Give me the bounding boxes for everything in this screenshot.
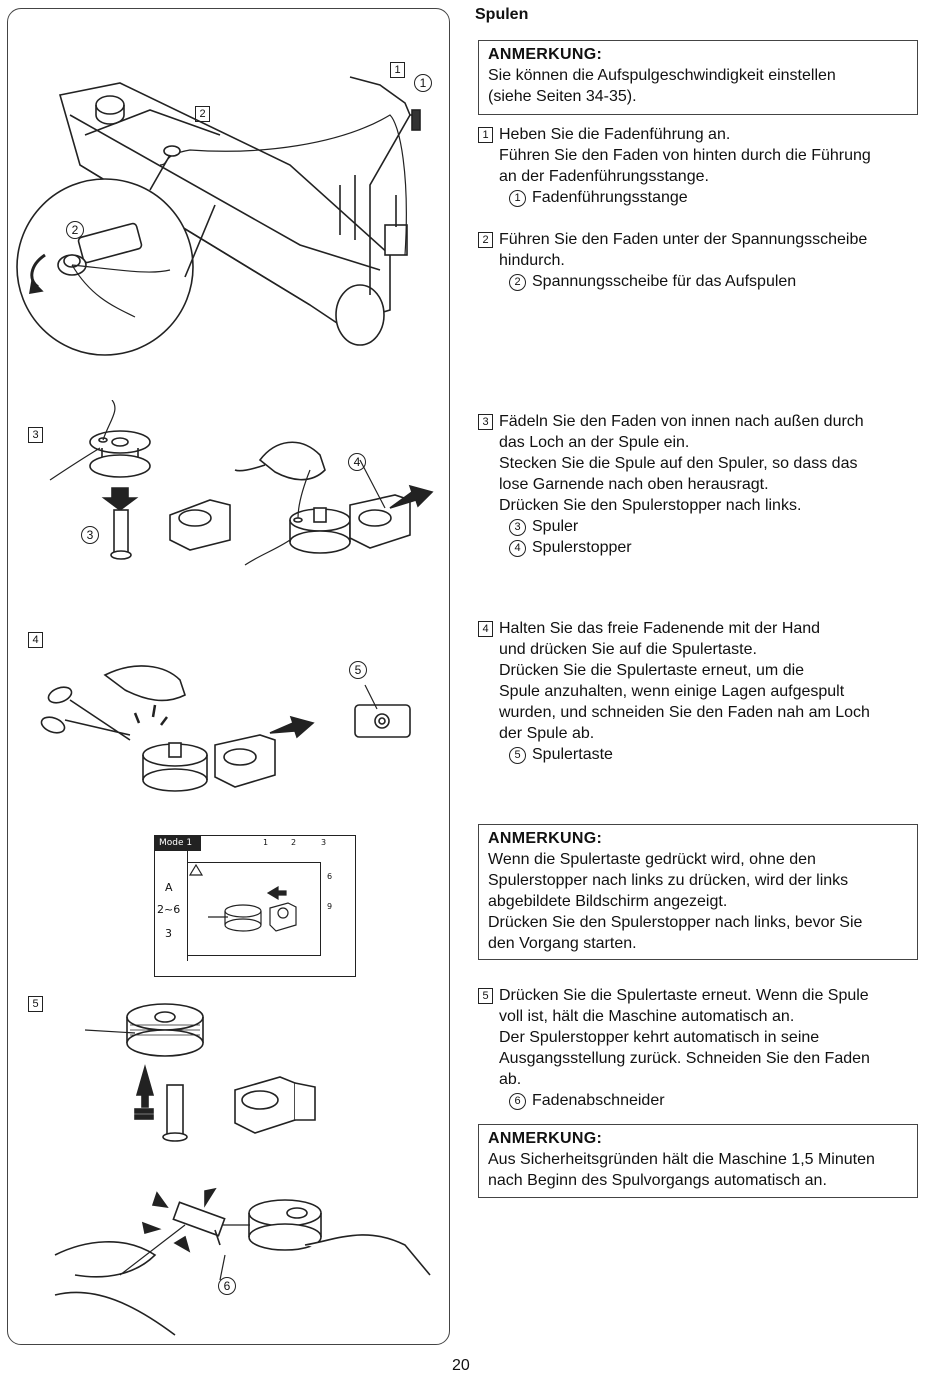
step-number: 2 [478,232,493,248]
step-line: Spule anzuhalten, wenn einige Lagen aufg… [499,683,845,700]
sub-text: Spulertaste [532,746,613,763]
step-4: 4 Halten Sie das freie Fadenende mit der… [478,618,928,765]
step-line: ab. [499,1071,522,1088]
fig1-step-marker: 1 [390,62,405,78]
step-line: voll ist, hält die Maschine automatisch … [499,1008,795,1025]
note-line: Spulerstopper nach links zu drücken, wir… [488,872,849,889]
illustration-panel [7,8,450,1345]
step-line: das Loch an der Spule ein. [499,434,690,451]
lcd-right-num: 9 [327,902,333,911]
callout-num: 4 [509,540,526,557]
step-sub: 5 Spulertaste [478,744,928,765]
fig3-callout-3: 3 [81,526,99,544]
bobbin-placement-illustration [49,400,434,566]
fig5-step-marker: 5 [28,996,43,1012]
lcd-top-num: 3 [321,838,327,847]
step-number: 3 [478,414,493,430]
step-line: Drücken Sie die Spulertaste erneut, um d… [499,662,805,679]
note-line: abgebildete Bildschirm angezeigt. [488,893,728,910]
winding-cut-illustration [40,665,411,792]
step-line: Ausgangsstellung zurück. Schneiden Sie d… [499,1050,870,1067]
note-line: den Vorgang starten. [488,935,637,952]
callout-num: 1 [509,190,526,207]
lcd-side-item: A [165,881,173,894]
step-sub: 3 Spuler [478,516,928,537]
step-1: 1 Heben Sie die Fadenführung an. Führen … [478,124,928,208]
step-sub: 2 Spannungsscheibe für das Aufspulen [478,271,928,292]
fig1-callout-1: 1 [414,74,432,92]
sub-text: Spulerstopper [532,539,632,556]
note-line: Sie können die Aufspulgeschwindigkeit ei… [488,67,836,84]
lcd-top-num: 1 [263,838,269,847]
page-number: 20 [452,1357,470,1374]
note-line: Drücken Sie den Spulerstopper nach links… [488,914,863,931]
note-heading: ANMERKUNG: [488,830,603,847]
machine-threading-illustration [16,76,421,356]
step-line: an der Fadenführungsstange. [499,168,709,185]
lcd-side-item: 2~6 [157,903,181,916]
step-line: Drücken Sie den Spulerstopper nach links… [499,497,802,514]
page-title: Spulen [475,6,529,23]
sub-text: Fadenabschneider [532,1092,665,1109]
lcd-right-num: 6 [327,872,333,881]
step-line: der Spule ab. [499,725,595,742]
lcd-side-column: A 2~6 3 [155,851,188,961]
fig3-callout-4: 4 [348,453,366,471]
step-line: Führen Sie den Faden unter der Spannungs… [499,231,868,248]
step-line: lose Garnende nach oben herausragt. [499,476,769,493]
callout-num: 2 [509,274,526,291]
lcd-top-num: 2 [291,838,297,847]
step-line: und drücken Sie auf die Spulertaste. [499,641,757,658]
step-line: Halten Sie das freie Fadenende mit der H… [499,620,821,637]
note-line: (siehe Seiten 34-35). [488,88,637,105]
step-line: hindurch. [499,252,565,269]
sub-text: Fadenführungsstange [532,189,688,206]
note-line: Aus Sicherheitsgründen hält die Maschine… [488,1151,875,1168]
fig5-callout-6: 6 [218,1277,236,1295]
fig4-callout-5: 5 [349,661,367,679]
note-line: Wenn die Spulertaste gedrückt wird, ohne… [488,851,816,868]
lcd-screen-illustration: Mode 1 A 2~6 3 1 2 3 6 9 [154,835,356,977]
note-speed: ANMERKUNG: Sie können die Aufspulgeschwi… [478,40,918,115]
step-2: 2 Führen Sie den Faden unter der Spannun… [478,229,928,292]
step-number: 4 [478,621,493,637]
full-bobbin-illustration [85,1003,316,1142]
callout-num: 6 [509,1093,526,1110]
sub-text: Spuler [532,518,579,535]
note-line: nach Beginn des Spulvorgangs automatisch… [488,1172,827,1189]
note-heading: ANMERKUNG: [488,46,603,63]
note-heading: ANMERKUNG: [488,1130,603,1147]
note-safety: ANMERKUNG: Aus Sicherheitsgründen hält d… [478,1124,918,1198]
callout-num: 5 [509,747,526,764]
step-number: 5 [478,988,493,1004]
step-line: Fädeln Sie den Faden von innen nach auße… [499,413,864,430]
fig1-callout-2: 2 [66,221,84,239]
thread-cutter-illustration [54,1187,431,1336]
fig4-step-marker: 4 [28,632,43,648]
step-line: Heben Sie die Fadenführung an. [499,126,731,143]
note-screen: ANMERKUNG: Wenn die Spulertaste gedrückt… [478,824,918,960]
lcd-side-item: 3 [165,927,172,940]
fig1-step-marker-2: 2 [195,106,210,122]
step-line: Führen Sie den Faden von hinten durch di… [499,147,871,164]
step-number: 1 [478,127,493,143]
step-line: Der Spulerstopper kehrt automatisch in s… [499,1029,820,1046]
step-5: 5 Drücken Sie die Spulertaste erneut. We… [478,985,928,1111]
sub-text: Spannungsscheibe für das Aufspulen [532,273,797,290]
lcd-warning-popup [187,862,321,956]
step-sub: 1 Fadenführungsstange [478,187,928,208]
fig3-step-marker: 3 [28,427,43,443]
lcd-mode-label: Mode 1 [155,836,201,851]
step-3: 3 Fädeln Sie den Faden von innen nach au… [478,411,928,558]
step-sub: 4 Spulerstopper [478,537,928,558]
step-sub: 6 Fadenabschneider [478,1090,928,1111]
callout-num: 3 [509,519,526,536]
step-line: wurden, und schneiden Sie den Faden nah … [499,704,870,721]
step-line: Drücken Sie die Spulertaste erneut. Wenn… [499,987,869,1004]
step-line: Stecken Sie die Spule auf den Spuler, so… [499,455,858,472]
